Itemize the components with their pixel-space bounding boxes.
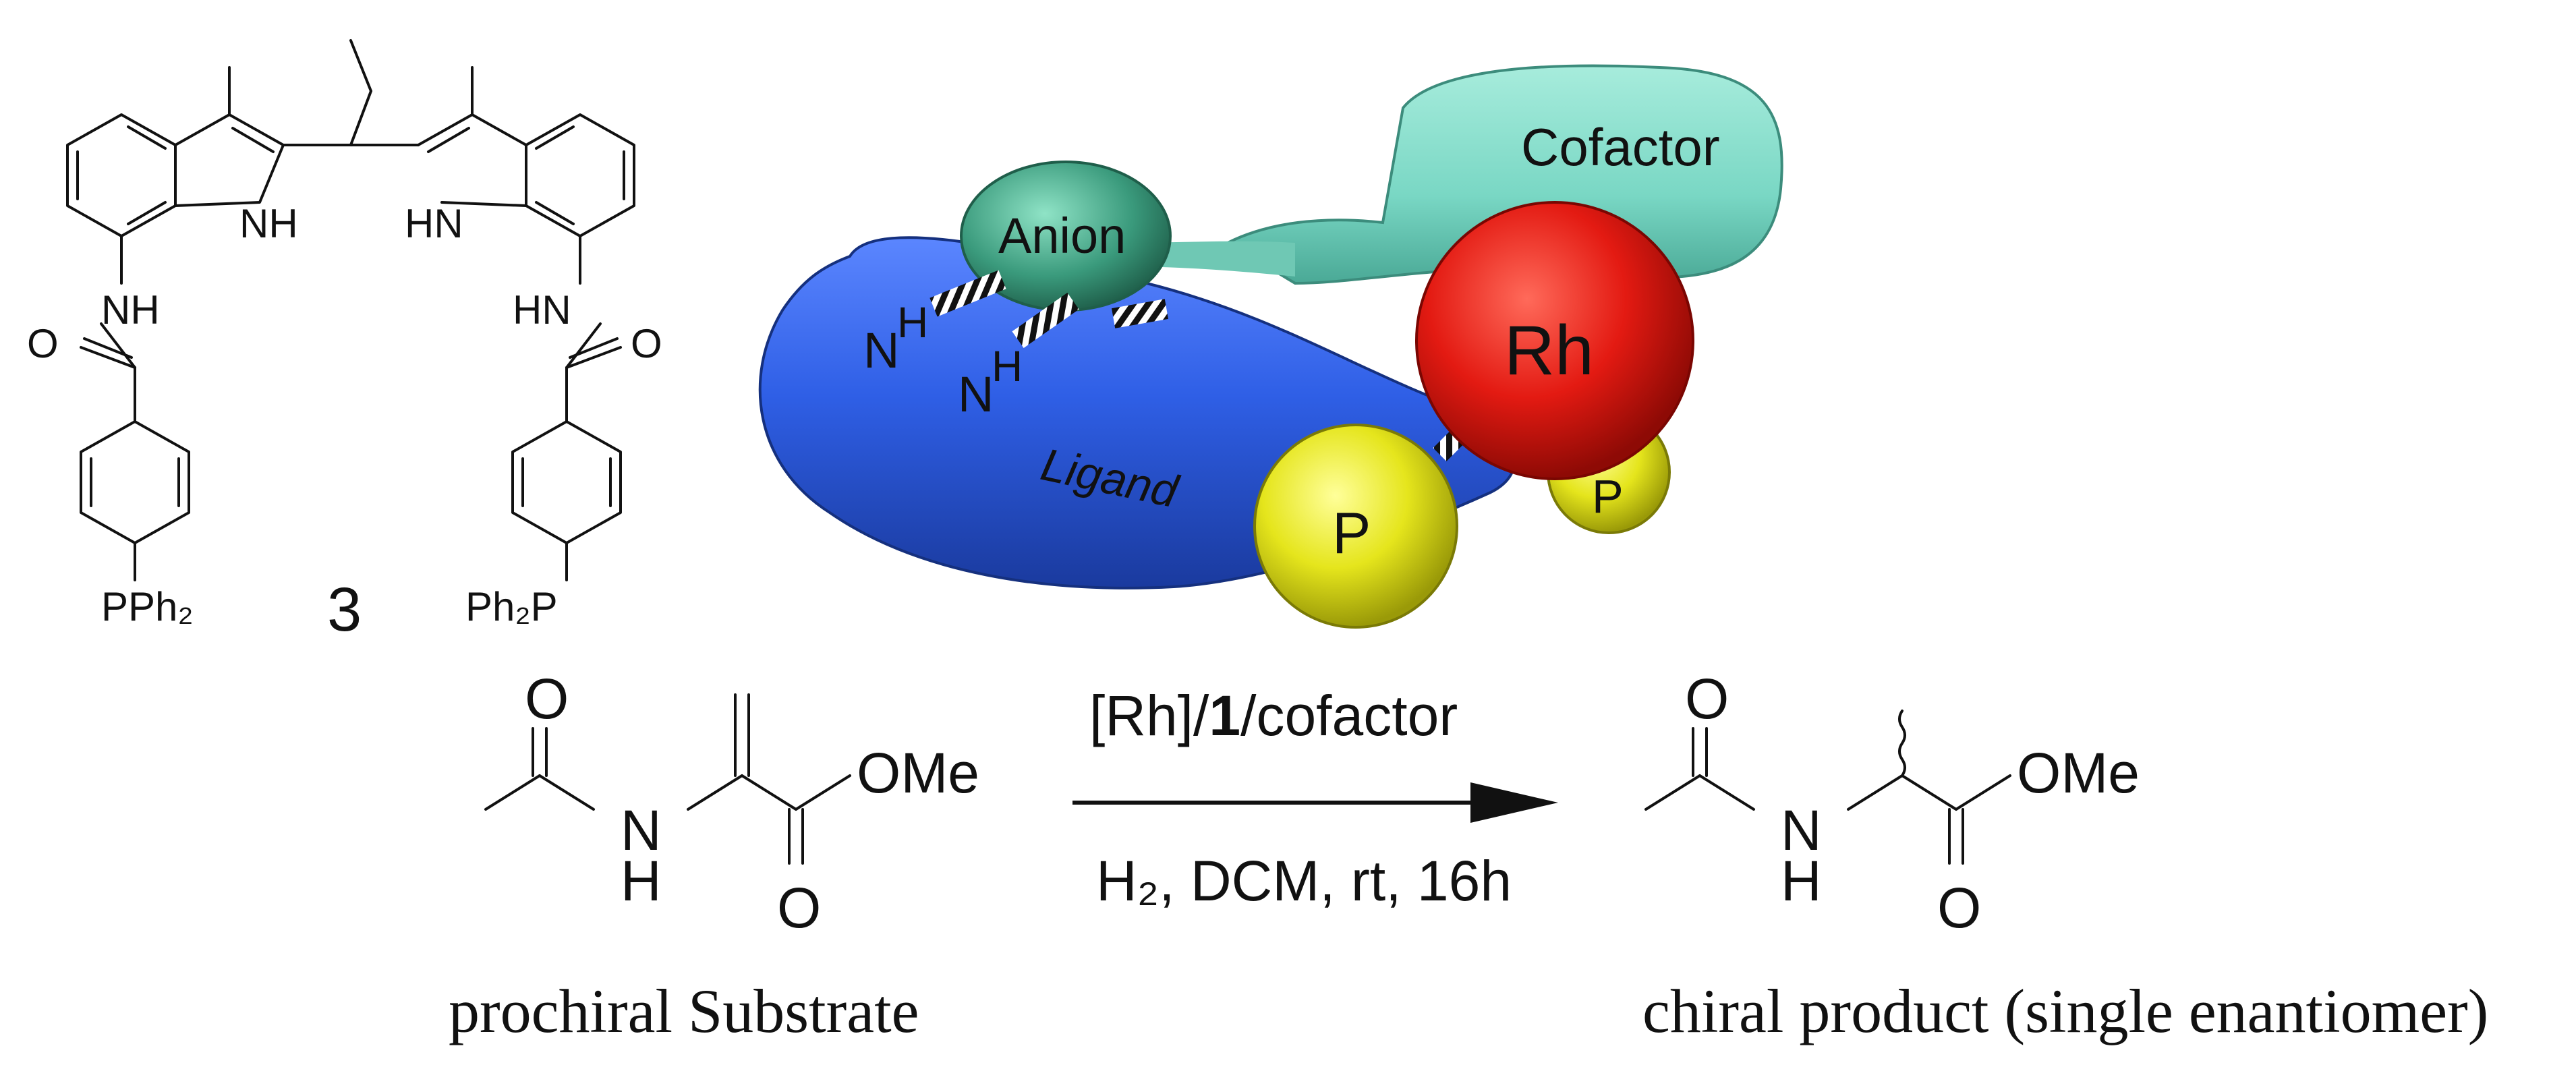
bond [1901, 774, 1957, 811]
product-carbonyl-o: O [1685, 667, 1729, 730]
right-benzene-ring [525, 113, 635, 237]
phosphorus-label-2: P [1592, 470, 1624, 523]
product-structure: O N H OMe O [1644, 667, 2140, 940]
amide-nh-right: HN [513, 287, 571, 333]
substrate-carbonyl-o: O [525, 667, 569, 730]
indole-nh-right: HN [405, 201, 463, 246]
bond [127, 201, 167, 225]
hbond-dash [1012, 293, 1079, 348]
bond [565, 346, 622, 369]
compound-number: 3 [327, 575, 362, 644]
phosphorus-label-1: P [1332, 501, 1371, 566]
carbonyl-o-right: O [631, 321, 662, 366]
bond [565, 322, 602, 369]
bond [231, 127, 275, 153]
left-aryl-ring [80, 420, 190, 544]
reaction-conditions-2: H₂, DCM, rt, 16h [1096, 849, 1512, 913]
substrate-caption: prochiral Substrate [449, 977, 919, 1045]
carbonyl-o-left: O [27, 321, 59, 366]
bond [741, 774, 797, 811]
nh-n-2: N [958, 366, 994, 422]
substrate-ome: OMe [857, 741, 979, 805]
bond [1698, 774, 1755, 811]
wavy-bond [1898, 710, 1906, 777]
nh-h-1: H [897, 298, 928, 347]
indole-nh-left: NH [239, 201, 298, 246]
bond [795, 774, 851, 811]
bond [100, 322, 136, 369]
bond [535, 125, 575, 150]
bond [1847, 774, 1904, 811]
nh-h-2: H [992, 342, 1023, 391]
hbond-dash [1112, 299, 1168, 328]
bond [1644, 774, 1701, 811]
substrate-h: H [621, 849, 662, 913]
product-h: H [1781, 849, 1822, 913]
product-ome: OMe [2017, 741, 2140, 805]
binding-model: Cofactor Ligand Anion N H N H P Rh P [758, 64, 1783, 629]
hbond-dash [929, 270, 1006, 317]
bond [484, 774, 541, 811]
left-benzene-ring [66, 113, 177, 237]
bond [83, 337, 133, 359]
rhodium-label: Rh [1504, 312, 1594, 390]
left-pyrrole-ring [174, 113, 285, 207]
cofactor-label: Cofactor [1521, 117, 1720, 177]
bond [569, 337, 619, 359]
product-ester-o: O [1937, 876, 1981, 940]
substrate-ester-o: O [777, 876, 821, 940]
bond [349, 39, 372, 92]
rhodium-sphere [1415, 201, 1694, 480]
product-caption: chiral product (single enantiomer) [1642, 977, 2488, 1045]
bond [80, 346, 136, 369]
bond [687, 774, 743, 811]
right-aryl-ring [511, 420, 622, 544]
bond [1955, 774, 2011, 811]
right-pyrrole-ring [417, 113, 527, 207]
bond [127, 125, 167, 150]
phosphine-left: PPh₂ [101, 584, 194, 629]
amide-nh-left: NH [101, 287, 160, 333]
bond [427, 127, 470, 153]
substrate-structure: O N H OMe O [484, 667, 979, 940]
nh-n-1: N [863, 322, 899, 378]
bond [535, 201, 575, 225]
reaction-arrow: [Rh]/1/cofactor H₂, DCM, rt, 16h [1072, 684, 1558, 913]
phosphine-right: Ph₂P [465, 584, 558, 629]
product-n: N [1781, 799, 1822, 862]
ligand-structure: NH HN NH HN O O PPh₂ Ph₂P 3 [27, 39, 662, 644]
arrow-head [1470, 782, 1558, 823]
phosphorus-sphere-front [1253, 424, 1458, 629]
substrate-n: N [621, 799, 662, 862]
bond [349, 90, 372, 146]
reaction-conditions-1: [Rh]/1/cofactor [1089, 684, 1458, 747]
anion-label: Anion [998, 208, 1126, 264]
bond [538, 774, 595, 811]
